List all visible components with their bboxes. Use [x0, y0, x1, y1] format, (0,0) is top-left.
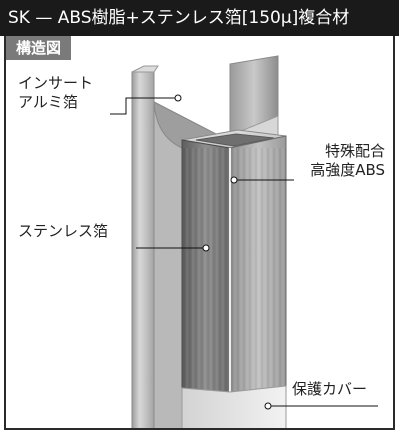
corner-guard-illustration [110, 55, 378, 428]
page-title: SK — ABS樹脂+ステンレス箔[150μ]複合材 [0, 0, 399, 36]
label-abs-line2: 高強度ABS [310, 161, 385, 179]
abs-core-hollow [195, 133, 275, 147]
aluminium-post-top [131, 65, 159, 73]
aluminium-post [131, 71, 155, 428]
leader-dots [174, 94, 272, 410]
leader-lines [110, 97, 378, 407]
label-insert: インサート アルミ箔 [18, 74, 93, 112]
label-stainless: ステンレス箔 [18, 222, 109, 240]
label-cover: 保護カバー [292, 380, 368, 398]
label-abs-line1: 特殊配合 [324, 142, 385, 160]
stainless-right-brush [230, 148, 286, 428]
label-insert-line2: アルミ箔 [18, 93, 78, 111]
label-insert-line1: インサート [18, 74, 94, 92]
label-abs: 特殊配合 高強度ABS [310, 142, 385, 180]
protective-cover [181, 385, 287, 428]
section-tag: 構造図 [6, 36, 72, 60]
diagram-frame: 構造図 インサート アルミ箔 特殊配合 高強度ABS ステンレス箔 保護カバー [4, 36, 395, 430]
stainless-left-brush [182, 148, 230, 428]
